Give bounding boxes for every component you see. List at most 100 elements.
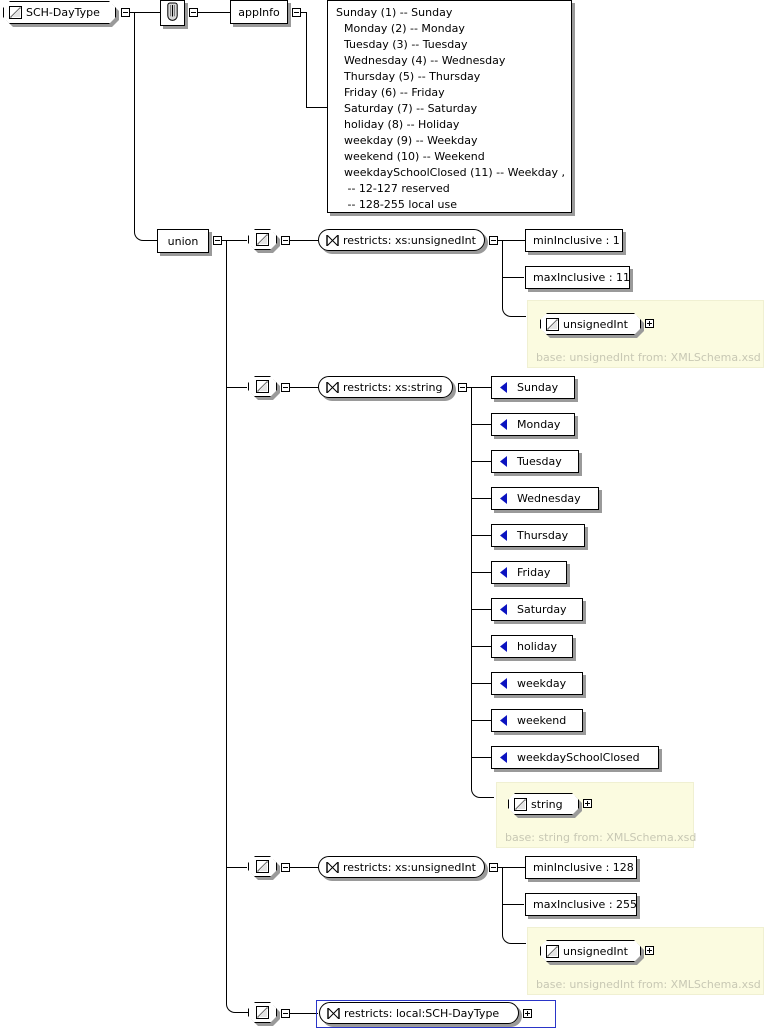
enumeration-icon <box>498 418 511 431</box>
branch4-restricts-label: restricts: local:SCH-DayType <box>344 1006 500 1020</box>
branch2-expander-toggle[interactable] <box>281 383 290 392</box>
branch4-expander-toggle[interactable] <box>281 1009 290 1018</box>
enum-value-wednesday[interactable]: Wednesday <box>491 487 599 510</box>
branch2-restricts-expander-toggle[interactable] <box>458 383 467 392</box>
root-node-sch-daytype[interactable]: SCH-DayType <box>3 1 116 24</box>
enumeration-icon <box>498 751 511 764</box>
branch2-restricts-node[interactable]: restricts: xs:string <box>318 376 453 398</box>
doc-line: Sunday (1) -- Sunday <box>336 6 453 19</box>
enum-value-monday[interactable]: Monday <box>491 413 575 436</box>
branch4-restricts-node[interactable]: restricts: local:SCH-DayType <box>319 1002 519 1024</box>
enum-label: Saturday <box>517 603 567 616</box>
doc-line: weekday (9) -- Weekday <box>344 134 478 147</box>
branch2-restricts-label: restricts: xs:string <box>343 380 443 394</box>
connector-appinfo-doc-v <box>306 12 307 107</box>
facet-label: maxInclusive : 255 <box>533 898 638 911</box>
enum-value-weekend[interactable]: weekend <box>491 709 583 732</box>
connector-enum <box>471 498 492 499</box>
annotation-expander-toggle[interactable] <box>189 8 198 17</box>
connector-branch3-restricts <box>290 867 318 868</box>
doc-line: holiday (8) -- Holiday <box>344 118 460 131</box>
simple-type-icon <box>256 380 269 393</box>
branch1-basetype-label: unsignedInt <box>563 317 628 331</box>
connector-enum <box>471 461 492 462</box>
facet-label: minInclusive : 128 <box>533 861 634 874</box>
restriction-icon <box>325 861 340 874</box>
connector-enum <box>471 424 492 425</box>
union-label: union <box>167 234 199 248</box>
connector-root-annotation <box>130 12 160 13</box>
branch1-restricts-node[interactable]: restricts: xs:unsignedInt <box>318 229 485 251</box>
branch3-simple-type-node[interactable] <box>248 856 277 877</box>
branch2-simple-type-node[interactable] <box>248 376 277 397</box>
connector-enum <box>471 720 492 721</box>
doc-line: Thursday (5) -- Thursday <box>344 70 481 83</box>
enum-value-weekday[interactable]: weekday <box>491 672 583 695</box>
simple-type-icon <box>546 945 559 958</box>
branch3-restricts-node[interactable]: restricts: xs:unsignedInt <box>318 856 485 878</box>
branch4-simple-type-node[interactable] <box>248 1002 277 1023</box>
enumeration-icon <box>498 640 511 653</box>
restriction-icon <box>326 1007 341 1020</box>
branch3-facet-mininclusive[interactable]: minInclusive : 128 <box>525 856 637 879</box>
branch1-facet-maxinclusive[interactable]: maxInclusive : 11 <box>525 266 630 289</box>
connector-branch2-enum-spine <box>471 387 494 798</box>
enum-label: weekend <box>517 714 567 727</box>
enum-value-weekdayschoolclosed[interactable]: weekdaySchoolClosed <box>491 746 659 769</box>
doc-line: Wednesday (4) -- Wednesday <box>344 54 506 67</box>
branch3-basetype-expander-toggle[interactable] <box>645 946 654 955</box>
doc-line: Monday (2) -- Monday <box>344 22 465 35</box>
enum-value-holiday[interactable]: holiday <box>491 635 573 658</box>
connector-enum <box>471 609 492 610</box>
documentation-box: Sunday (1) -- Sunday Monday (2) -- Monda… <box>327 0 572 213</box>
connector-branch4-restricts <box>290 1013 318 1014</box>
branch3-basetype-node[interactable]: unsignedInt <box>540 940 641 962</box>
branch3-restricts-label: restricts: xs:unsignedInt <box>343 860 476 874</box>
union-node[interactable]: union <box>157 229 209 253</box>
branch1-facet-mininclusive[interactable]: minInclusive : 1 <box>525 229 623 252</box>
connector-branch3-facet-spine <box>502 867 526 944</box>
branch3-expander-toggle[interactable] <box>281 863 290 872</box>
root-expander-toggle[interactable] <box>121 8 130 17</box>
enum-value-tuesday[interactable]: Tuesday <box>491 450 579 473</box>
branch1-expander-toggle[interactable] <box>281 236 290 245</box>
enum-value-thursday[interactable]: Thursday <box>491 524 585 547</box>
branch1-simple-type-node[interactable] <box>248 229 277 250</box>
connector-branch1-facet-spine <box>502 240 526 317</box>
connector-root-union <box>134 12 159 241</box>
enum-label: Wednesday <box>517 492 581 505</box>
enum-label: holiday <box>517 640 558 653</box>
enum-label: Monday <box>517 418 561 431</box>
branch3-restricts-expander-toggle[interactable] <box>489 863 498 872</box>
branch1-basetype-expander-toggle[interactable] <box>645 319 654 328</box>
branch3-facet-maxinclusive[interactable]: maxInclusive : 255 <box>525 893 637 916</box>
doc-line: Friday (6) -- Friday <box>344 86 445 99</box>
branch2-base-text: base: string from: XMLSchema.xsd <box>505 831 697 844</box>
doc-line: weekdaySchoolClosed (11) -- Weekday , <box>344 166 565 179</box>
connector-appinfo-doc-h1 <box>301 12 306 13</box>
branch1-basetype-node[interactable]: unsignedInt <box>540 313 641 335</box>
branch1-restricts-label: restricts: xs:unsignedInt <box>343 233 476 247</box>
appinfo-label: appInfo <box>238 5 280 19</box>
appinfo-node[interactable]: appInfo <box>230 0 288 24</box>
branch1-restricts-expander-toggle[interactable] <box>489 236 498 245</box>
annotation-node[interactable] <box>160 0 185 26</box>
connector-enum <box>471 646 492 647</box>
branch3-basetype-label: unsignedInt <box>563 944 628 958</box>
connector-branch1-restricts <box>290 240 318 241</box>
enum-value-saturday[interactable]: Saturday <box>491 598 583 621</box>
enum-value-friday[interactable]: Friday <box>491 561 567 584</box>
simple-type-icon <box>256 1006 269 1019</box>
branch2-basetype-expander-toggle[interactable] <box>583 799 592 808</box>
connector-enum <box>471 535 492 536</box>
enumeration-icon <box>498 677 511 690</box>
enum-value-sunday[interactable]: Sunday <box>491 376 575 399</box>
union-expander-toggle[interactable] <box>213 236 222 245</box>
restriction-icon <box>325 234 340 247</box>
appinfo-expander-toggle[interactable] <box>292 8 301 17</box>
branch4-restricts-expander-toggle[interactable] <box>523 1009 532 1018</box>
enumeration-icon <box>498 714 511 727</box>
branch2-basetype-node[interactable]: string <box>508 793 579 815</box>
annotation-icon <box>167 2 178 24</box>
enumeration-icon <box>498 492 511 505</box>
